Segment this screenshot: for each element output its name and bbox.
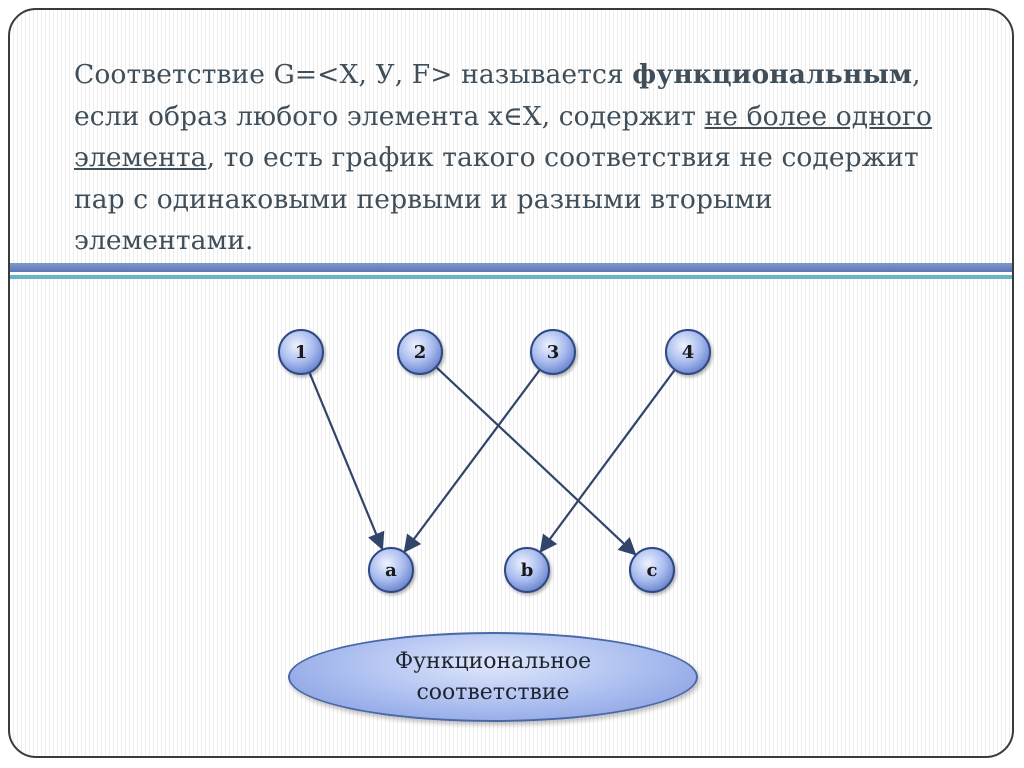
codomain-node-c: c xyxy=(629,547,675,593)
caption-ellipse: Функциональное соответствие xyxy=(288,632,698,722)
divider-bar xyxy=(10,263,1012,287)
domain-node-1: 1 xyxy=(278,329,324,375)
domain-node-circle xyxy=(530,329,576,375)
domain-node-4: 4 xyxy=(665,329,711,375)
codomain-node-label: b xyxy=(521,560,534,581)
definition-bold-term: функциональным xyxy=(632,59,913,90)
domain-node-circle xyxy=(665,329,711,375)
slide-frame: Соответствие G=<X, У, F> называется функ… xyxy=(8,8,1014,758)
domain-node-3: 3 xyxy=(530,329,576,375)
definition-underlined-phrase: не более одного элемента xyxy=(74,100,933,174)
codomain-node-circle xyxy=(368,547,414,593)
definition-text: Соответствие G=<X, У, F> называется функ… xyxy=(74,54,954,262)
domain-node-label: 3 xyxy=(547,342,560,363)
domain-node-2: 2 xyxy=(397,329,443,375)
domain-node-label: 4 xyxy=(682,342,695,363)
edge-2-to-c xyxy=(436,366,637,556)
definition-part-1: Соответствие G=<X, У, F> называется xyxy=(74,59,633,90)
codomain-node-a: a xyxy=(368,547,414,593)
domain-node-circle xyxy=(397,329,443,375)
divider-teal-stripe xyxy=(10,275,1012,279)
codomain-node-circle xyxy=(629,547,675,593)
nodes-layer: 1 2 3 4 a b c xyxy=(278,329,711,593)
codomain-node-label: a xyxy=(385,560,397,581)
edge-4-to-b xyxy=(539,369,676,553)
edge-1-to-a xyxy=(308,372,385,551)
codomain-node-label: c xyxy=(647,560,658,581)
edges-layer xyxy=(308,366,676,556)
definition-part-3: , то есть график такого соответствия не … xyxy=(74,142,919,256)
divider-gap xyxy=(10,272,1012,274)
domain-node-circle xyxy=(278,329,324,375)
codomain-node-circle xyxy=(504,547,550,593)
domain-node-label: 1 xyxy=(295,342,308,363)
caption-text: Функциональное соответствие xyxy=(394,649,592,705)
edge-3-to-a xyxy=(403,369,541,553)
definition-part-2: , если образ любого элемента x∈X, содерж… xyxy=(74,59,921,132)
divider-blue-stripe xyxy=(10,263,1012,272)
domain-node-label: 2 xyxy=(414,342,427,363)
codomain-node-b: b xyxy=(504,547,550,593)
